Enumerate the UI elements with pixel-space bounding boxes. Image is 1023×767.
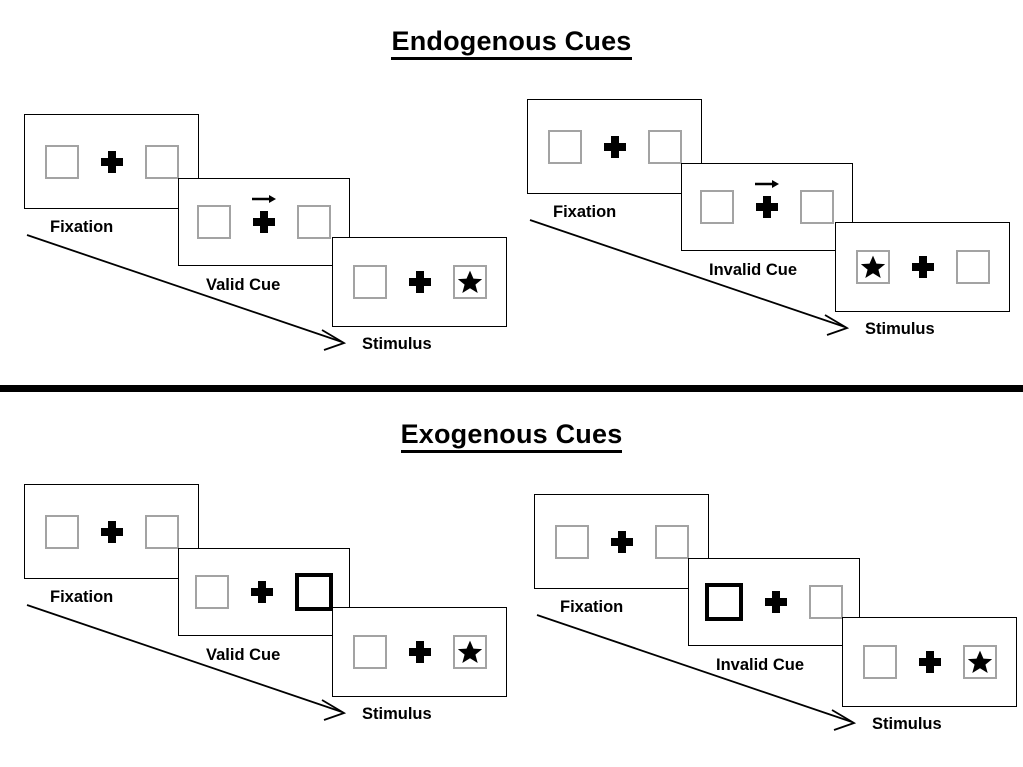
plus-icon (603, 135, 626, 159)
left-placeholder-box (44, 144, 79, 179)
star-icon (457, 640, 482, 664)
left-placeholder-box (547, 129, 582, 164)
right-placeholder-box (144, 514, 179, 549)
stage-caption-cue: Valid Cue (206, 276, 281, 294)
left-placeholder-box (700, 190, 734, 224)
right-placeholder-box (144, 144, 179, 179)
left-placeholder-box (352, 265, 387, 299)
stimulus-panel-cue (178, 178, 350, 266)
plus-icon (610, 530, 633, 554)
stimulus-panel-fixation (527, 99, 702, 194)
left-cued-box (705, 583, 743, 621)
plus-icon (756, 195, 778, 219)
right-cued-box (295, 573, 333, 611)
central-cue-group (252, 195, 276, 234)
panel-content (862, 645, 997, 679)
panel-content (554, 524, 689, 559)
stimulus-panel-cue (688, 558, 860, 646)
stage-caption-cue: Invalid Cue (716, 656, 805, 674)
right-target-box (452, 265, 487, 299)
left-placeholder-box (197, 205, 231, 239)
arrow-right-icon (755, 180, 779, 188)
left-placeholder-box (862, 645, 897, 679)
left-placeholder-box (195, 575, 229, 609)
stage-caption-fixation: Fixation (50, 218, 114, 236)
stage-caption-stimulus: Stimulus (865, 320, 935, 338)
stage-caption-fixation: Fixation (553, 203, 617, 221)
panel-content (195, 573, 333, 611)
right-placeholder-box (654, 524, 689, 559)
stimulus-panel-stimulus (842, 617, 1017, 707)
left-placeholder-box (352, 635, 387, 669)
stimulus-panel-fixation (534, 494, 709, 589)
plus-icon (100, 520, 123, 544)
central-cue-group (755, 180, 779, 219)
plus-icon (408, 270, 431, 294)
left-target-box (855, 250, 890, 284)
panel-content (700, 180, 834, 224)
stage-caption-stimulus: Stimulus (362, 705, 432, 723)
panel-content (352, 635, 487, 669)
panel-content (197, 195, 331, 239)
stimulus-panel-cue (681, 163, 853, 251)
trial-sequence-exogenous-invalid: Fixation Invalid Cue Stimulus (520, 480, 1023, 750)
trial-sequence-endogenous-valid: Fixation Valid Cue Stimulus (10, 100, 520, 370)
stage-caption-fixation: Fixation (560, 598, 624, 616)
stage-caption-cue: Valid Cue (206, 646, 281, 664)
section-title-endogenous: Endogenous Cues (0, 26, 1023, 60)
panel-content (547, 129, 682, 164)
trial-sequence-endogenous-invalid: Fixation Invalid Cue Stimulus (513, 85, 1023, 355)
panel-content (44, 514, 179, 549)
section-divider (0, 385, 1023, 392)
section-title-exogenous: Exogenous Cues (0, 419, 1023, 453)
plus-icon (251, 580, 273, 604)
left-placeholder-box (44, 514, 79, 549)
plus-icon (765, 590, 787, 614)
stimulus-panel-fixation (24, 114, 199, 209)
time-arrow-icon (536, 614, 857, 731)
right-placeholder-box (647, 129, 682, 164)
plus-icon (253, 210, 275, 234)
right-placeholder-box (800, 190, 834, 224)
stimulus-panel-stimulus (332, 607, 507, 697)
right-placeholder-box (955, 250, 990, 284)
right-target-box (452, 635, 487, 669)
stimulus-panel-cue (178, 548, 350, 636)
time-arrow-icon (529, 219, 850, 336)
star-icon (457, 270, 482, 294)
plus-icon (911, 255, 934, 279)
star-icon (860, 255, 885, 279)
stage-caption-stimulus: Stimulus (362, 335, 432, 353)
right-placeholder-box (809, 585, 843, 619)
stimulus-panel-stimulus (332, 237, 507, 327)
time-arrow-icon (26, 234, 347, 351)
panel-content (705, 583, 843, 621)
stage-caption-cue: Invalid Cue (709, 261, 798, 279)
stage-caption-stimulus: Stimulus (872, 715, 942, 733)
plus-icon (100, 150, 123, 174)
left-placeholder-box (554, 524, 589, 559)
panel-content (352, 265, 487, 299)
section-title-endogenous-text: Endogenous Cues (391, 26, 632, 60)
star-icon (967, 650, 992, 674)
plus-icon (918, 650, 941, 674)
right-placeholder-box (297, 205, 331, 239)
plus-icon (408, 640, 431, 664)
stimulus-panel-stimulus (835, 222, 1010, 312)
trial-sequence-exogenous-valid: Fixation Valid Cue Stimulus (10, 470, 520, 740)
panel-content (44, 144, 179, 179)
panel-content (855, 250, 990, 284)
section-title-exogenous-text: Exogenous Cues (400, 419, 623, 453)
arrow-right-icon (252, 195, 276, 203)
right-target-box (962, 645, 997, 679)
stage-caption-fixation: Fixation (50, 588, 114, 606)
stimulus-panel-fixation (24, 484, 199, 579)
time-arrow-icon (26, 604, 347, 721)
